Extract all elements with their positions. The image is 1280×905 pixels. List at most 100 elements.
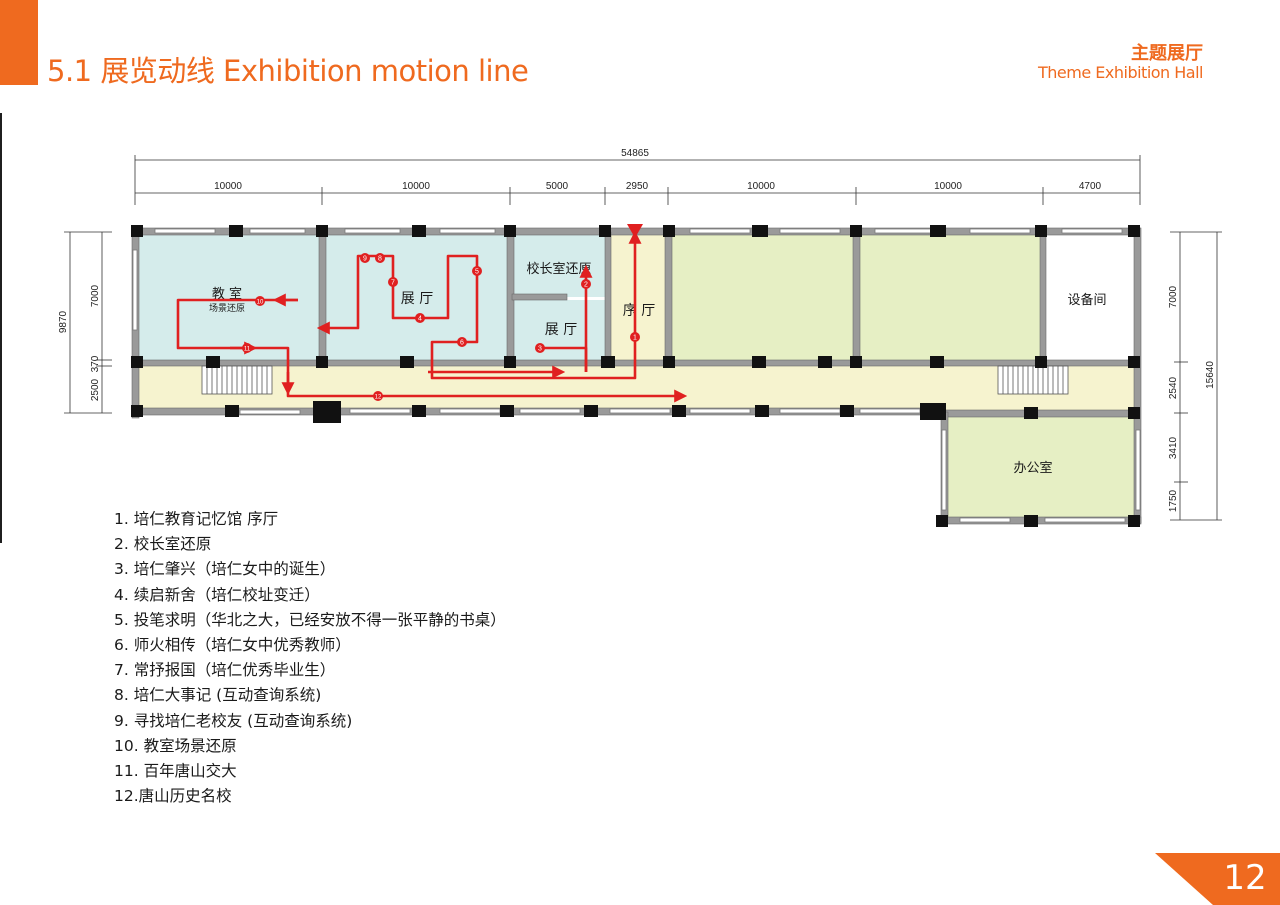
column (599, 225, 611, 237)
column (400, 356, 414, 368)
column (601, 356, 615, 368)
wall-part-1 (318, 231, 327, 363)
route-marker (388, 277, 398, 287)
column (500, 405, 514, 417)
legend-item: 11. 百年唐山交大 (114, 762, 237, 781)
stairs-east (997, 365, 1069, 395)
dim-top: 4700 (1079, 181, 1102, 192)
route-marker-label: 1 (633, 335, 637, 342)
route-marker (415, 313, 425, 323)
wall-corridor-south-east (944, 409, 1141, 418)
route-marker (360, 253, 370, 263)
route-markers (242, 253, 640, 401)
column (504, 225, 516, 237)
wall-room-south (134, 359, 1141, 367)
legend-item: 10. 教室场景还原 (114, 736, 237, 755)
room-label-office: 办公室 (1013, 460, 1052, 476)
page-corner-accent (1155, 853, 1280, 905)
column (672, 405, 686, 417)
legend-item: 5. 投笔求明（华北之大，已经安放不得一张平静的书桌） (114, 610, 506, 629)
legend-item: 6. 师火相传（培仁女中优秀教师） (114, 636, 351, 655)
column (818, 356, 832, 368)
section-title-en: Theme Exhibition Hall (1038, 63, 1204, 82)
route-marker-labels: 1 2 3 4 5 6 7 8 9 10 11 12 (244, 256, 637, 401)
foyer-fill (608, 232, 670, 362)
equipment-fill (1043, 232, 1138, 362)
section-title-cn: 主题展厅 (1131, 43, 1203, 64)
page-number: 12 (1223, 858, 1267, 898)
column (131, 356, 143, 368)
exhibit-c-fill (668, 232, 858, 362)
window (344, 228, 401, 234)
legend-item: 12.唐山历史名校 (114, 787, 232, 806)
column (412, 225, 426, 237)
window (1061, 228, 1123, 234)
corner-tab (0, 0, 38, 85)
route-legend: 1. 培仁教育记忆馆 序厅 2. 校长室还原 3. 培仁肇兴（培仁女中的诞生） … (114, 507, 506, 809)
column (1128, 515, 1140, 527)
column (752, 225, 768, 237)
legend-item: 9. 寻找培仁老校友 (互动查询系统) (114, 711, 353, 730)
window (874, 228, 936, 234)
office-fill (945, 415, 1135, 523)
column (131, 405, 143, 417)
window (349, 408, 411, 414)
wall-part-7 (1039, 231, 1047, 363)
room-label-classroom: 教 室 (212, 286, 242, 302)
entrance-arrow-icon (627, 224, 643, 238)
route-marker (375, 253, 385, 263)
column (131, 225, 143, 237)
window (779, 408, 841, 414)
room-label-principal: 校长室还原 (526, 261, 591, 277)
window (609, 408, 671, 414)
column (584, 405, 598, 417)
dim-right: 2540 (1168, 376, 1179, 399)
column (316, 225, 328, 237)
route-marker (472, 266, 482, 276)
room-label-hall-a: 展 厅 (401, 291, 433, 307)
column (225, 405, 239, 417)
route-marker-label: 11 (244, 347, 251, 353)
column (1128, 407, 1140, 419)
window (239, 409, 301, 415)
dim-total: 54865 (621, 148, 649, 159)
route-marker-label: 6 (460, 340, 464, 347)
column (1128, 356, 1140, 368)
column (1128, 225, 1140, 237)
page-title: 5.1 展览动线 Exhibition motion line (47, 54, 529, 88)
route-marker (457, 337, 467, 347)
route-marker-label: 3 (538, 346, 542, 353)
window (439, 408, 501, 414)
window (132, 249, 138, 331)
wall-part-4 (604, 231, 612, 363)
exhibit-d-fill (858, 232, 1043, 362)
column (920, 403, 946, 420)
section-header: 主题展厅 Theme Exhibition Hall (1038, 43, 1204, 82)
route-marker-label: 7 (391, 280, 395, 287)
route-marker-label: 2 (584, 282, 588, 289)
column (1035, 356, 1047, 368)
dim-right-total: 15640 (1205, 361, 1216, 389)
dim-top: 10000 (402, 181, 430, 192)
route-marker-label: 4 (418, 316, 422, 323)
column (850, 356, 862, 368)
dim-right: 1750 (1168, 489, 1179, 512)
column (755, 405, 769, 417)
column (930, 225, 946, 237)
column (663, 225, 675, 237)
corridor-fill (135, 358, 1140, 413)
window (689, 408, 751, 414)
column (752, 356, 766, 368)
route-marker (242, 343, 252, 353)
room-label-foyer: 序 厅 (623, 303, 655, 319)
column (206, 356, 220, 368)
window (859, 408, 921, 414)
dim-right: 7000 (1168, 285, 1179, 308)
window (249, 228, 306, 234)
window (154, 228, 216, 234)
dimension-labels: 54865 10000 10000 5000 2950 10000 10000 … (58, 148, 1216, 512)
column (930, 356, 944, 368)
route-marker-label: 12 (375, 395, 382, 401)
window (969, 228, 1031, 234)
legend-item: 3. 培仁肇兴（培仁女中的诞生） (114, 560, 336, 579)
